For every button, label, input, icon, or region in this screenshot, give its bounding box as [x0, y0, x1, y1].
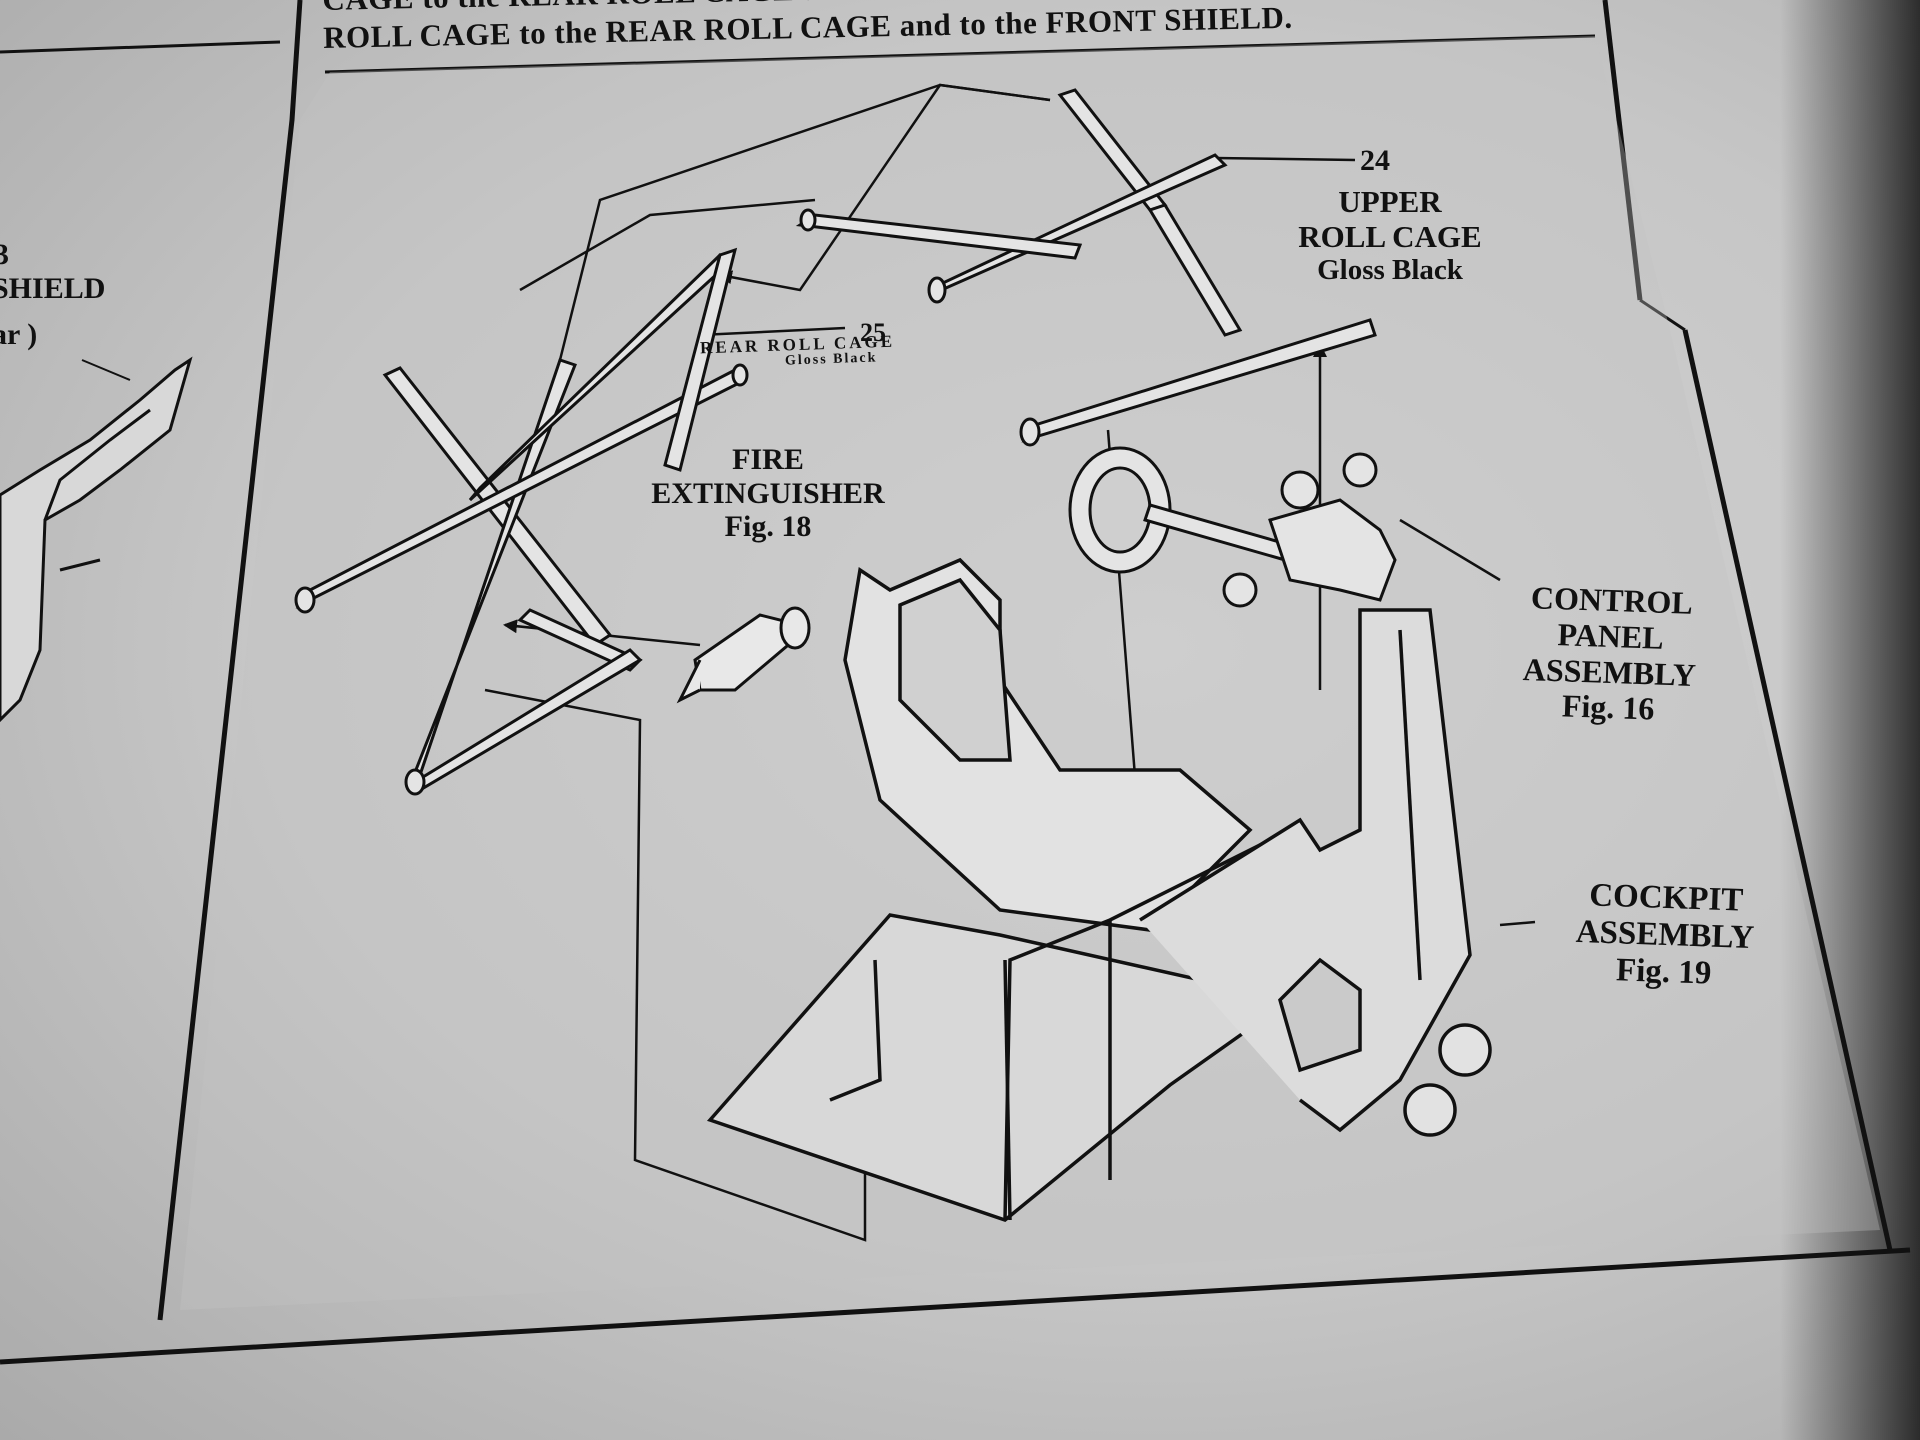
rear-cage-to-floor-line [484, 688, 867, 1242]
panel-divider-left [157, 0, 303, 1321]
border-corner [1639, 298, 1686, 332]
right-panel-top-rule [324, 34, 1596, 74]
upper-roll-cage-part [795, 88, 1377, 447]
fire-extinguisher-figure: Fig. 18 [724, 510, 812, 544]
control-panel-part [1068, 446, 1397, 608]
left-part-name: SHIELD [0, 272, 106, 305]
rear-roll-cage-finish: Gloss Black [784, 350, 878, 369]
upper-roll-cage-leader [1214, 156, 1356, 162]
outer-border-right [1682, 329, 1893, 1251]
upper-roll-cage-name-2: ROLL CAGE [1298, 218, 1482, 254]
left-part-number: 3 [0, 238, 9, 271]
fire-extinguisher-part [676, 606, 811, 704]
rear-roll-cage-part [294, 247, 749, 796]
outer-border-bottom [0, 1247, 1911, 1365]
panel-shading [180, 36, 1880, 1310]
fire-extinguisher-name-2: EXTINGUISHER [651, 476, 885, 510]
cockpit-label: COCKPIT ASSEMBLY Fig. 19 [1513, 875, 1817, 996]
cockpit-part [706, 557, 1492, 1222]
upper-roll-cage-number: 24 [1360, 144, 1390, 177]
fire-extinguisher-name-1: FIRE [732, 443, 804, 476]
fire-extinguisher-label: FIRE EXTINGUISHER Fig. 18 [588, 443, 948, 544]
control-panel-leader [1399, 518, 1501, 582]
front-link-line [519, 198, 816, 292]
upper-rear-link [558, 83, 1051, 361]
rear-roll-cage-leader [699, 326, 846, 337]
rear-roll-cage-number: 25 [860, 318, 886, 347]
shield-leader-line [81, 359, 131, 381]
left-part-note: ar ) [0, 318, 38, 351]
cockpit-leader [1499, 920, 1536, 927]
upper-roll-cage-label: UPPER ROLL CAGE Gloss Black [1280, 184, 1500, 287]
control-panel-label: CONTROL PANEL ASSEMBLY Fig. 16 [1458, 578, 1763, 732]
left-panel-top-rule [0, 40, 281, 54]
upper-roll-cage-name-1: UPPER [1338, 184, 1442, 219]
upper-roll-cage-finish: Gloss Black [1317, 254, 1463, 287]
panel-divider-right [1602, 0, 1643, 301]
panel-frame [0, 0, 1911, 1365]
leader-lines [699, 156, 1536, 927]
table-background [1780, 0, 1920, 1440]
front-shield-part [0, 356, 193, 723]
